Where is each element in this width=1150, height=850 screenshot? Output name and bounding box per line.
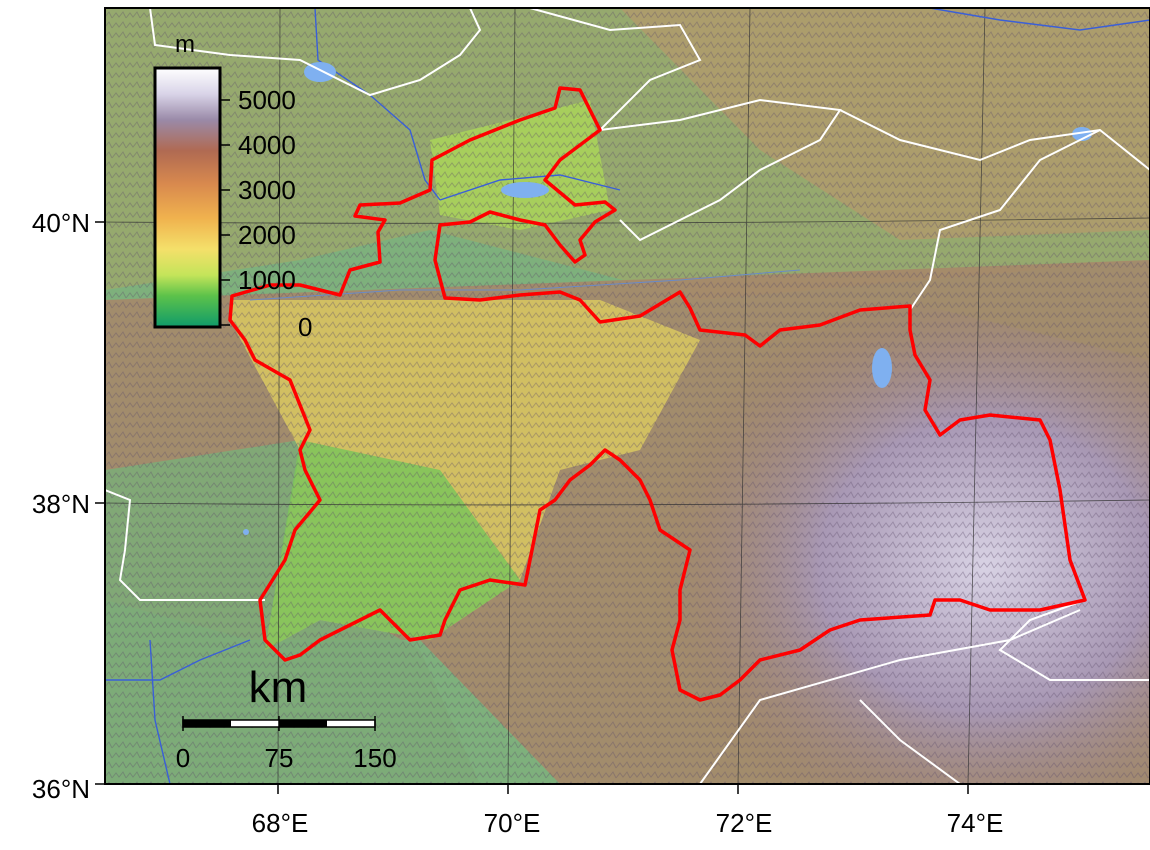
scale-segment bbox=[279, 720, 327, 727]
legend-tick-label: 1000 bbox=[238, 265, 296, 295]
legend-colorbar bbox=[153, 66, 222, 329]
scale-tick-label: 150 bbox=[353, 743, 396, 773]
graticule-70e bbox=[507, 8, 516, 784]
border-uzbekistan-kazakhstan bbox=[149, 8, 482, 97]
lat-label-38n: 38°N bbox=[32, 489, 90, 519]
river-syr-darya bbox=[439, 174, 621, 201]
elevation-legend: m 5000 4000 3000 2000 1000 0 bbox=[153, 31, 312, 342]
scale-segment bbox=[183, 720, 231, 727]
international-borders bbox=[105, 8, 1150, 784]
river-syr-darya-north bbox=[314, 8, 441, 201]
legend-tick-label: 2000 bbox=[238, 220, 296, 250]
scale-ticks bbox=[182, 716, 376, 731]
river-zeravshan bbox=[249, 269, 801, 301]
lon-ticks bbox=[277, 784, 969, 794]
border-kyrgyz-east bbox=[909, 129, 1101, 311]
rivers bbox=[105, 8, 1150, 784]
lon-label-70e: 70°E bbox=[484, 808, 541, 838]
scale-tick-label: 75 bbox=[265, 743, 294, 773]
lake-small bbox=[243, 529, 249, 535]
lake-kayrakkum bbox=[501, 182, 549, 198]
lat-label-36n: 36°N bbox=[32, 774, 90, 804]
lake-karakul bbox=[872, 348, 892, 388]
map-frame-content bbox=[105, 8, 1150, 784]
scale-unit: km bbox=[249, 663, 308, 712]
river-northeast bbox=[929, 8, 1150, 31]
border-kyrgyz-china bbox=[839, 109, 1150, 171]
scale-tick-labels: 0 75 150 bbox=[176, 743, 397, 773]
map-frame bbox=[104, 7, 1150, 785]
legend-tick-label: 4000 bbox=[238, 130, 296, 160]
border-kyrgyz-uzbek bbox=[529, 8, 842, 242]
border-pakistan-china bbox=[998, 599, 1150, 681]
longitude-labels: 68°E 70°E 72°E 74°E bbox=[252, 808, 1004, 838]
tajikistan-border bbox=[228, 86, 1087, 702]
lon-label-72e: 72°E bbox=[716, 808, 773, 838]
lat-ticks bbox=[95, 221, 105, 785]
legend-tick-label: 0 bbox=[298, 312, 312, 342]
river-southwest bbox=[149, 639, 171, 784]
latitude-labels: 40°N 38°N 36°N bbox=[32, 208, 90, 804]
lat-label-40n: 40°N bbox=[32, 208, 90, 238]
scale-tick-label: 0 bbox=[176, 743, 190, 773]
border-turkmen-afghan bbox=[105, 489, 265, 601]
graticule-40n bbox=[105, 217, 1150, 224]
legend-unit: m bbox=[175, 31, 195, 58]
scale-bar: km 0 75 150 bbox=[176, 663, 397, 773]
graticule-72e bbox=[737, 8, 751, 784]
graticule-38n bbox=[105, 499, 1150, 506]
lon-label-74e: 74°E bbox=[947, 808, 1004, 838]
river-amu-darya-west bbox=[105, 639, 251, 681]
border-afghan-pakistan bbox=[699, 609, 1081, 784]
graticule-74e bbox=[967, 8, 986, 784]
legend-ticks bbox=[220, 99, 230, 326]
lon-label-68e: 68°E bbox=[252, 808, 309, 838]
border-south bbox=[859, 699, 961, 784]
graticule bbox=[105, 8, 1150, 784]
legend-tick-labels: 5000 4000 3000 2000 1000 0 bbox=[238, 85, 312, 342]
legend-tick-label: 3000 bbox=[238, 175, 296, 205]
legend-tick-label: 5000 bbox=[238, 85, 296, 115]
